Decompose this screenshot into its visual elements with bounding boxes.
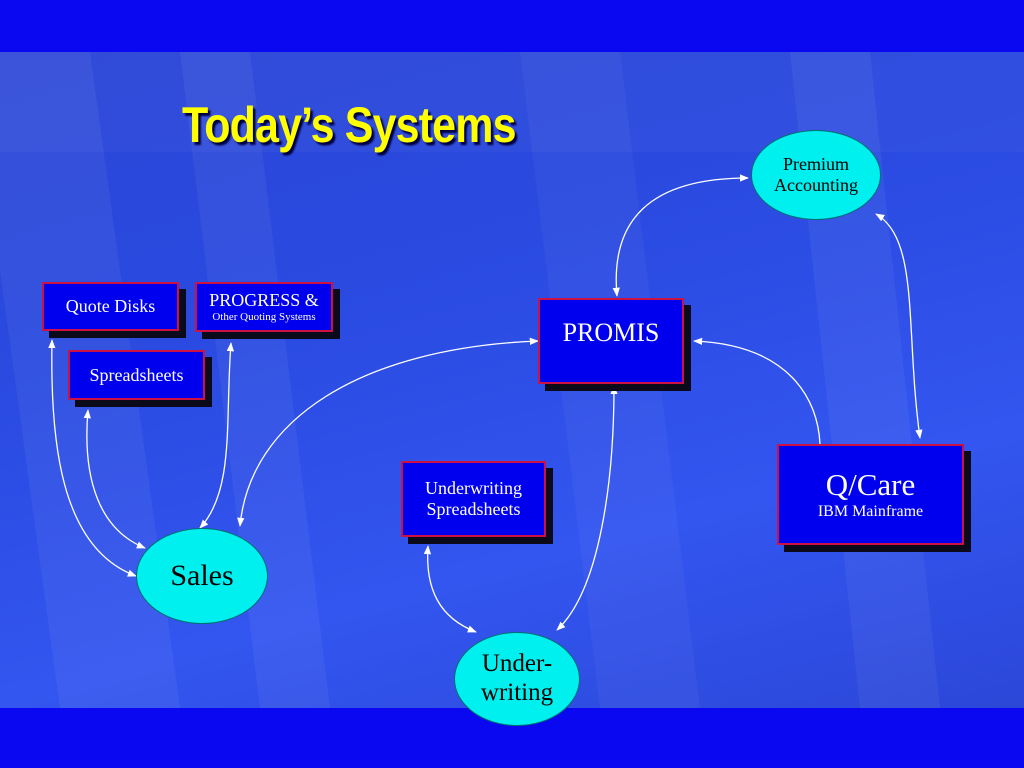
sales-oval: Sales (136, 528, 268, 624)
qcare-box: Q/Care IBM Mainframe (777, 444, 964, 545)
qcare-label: Q/Care (825, 467, 916, 503)
arrow-promis-premium (612, 174, 749, 297)
premium-label: Premium (783, 154, 849, 175)
underwriting-label-2: writing (480, 679, 554, 706)
promis-label: PROMIS (562, 318, 660, 348)
progress-label: PROGRESS & (209, 290, 319, 311)
quote-disks-label: Quote Disks (65, 296, 156, 317)
uw-spreadsheets-label-2: Spreadsheets (426, 499, 521, 519)
top-band (0, 0, 1024, 52)
arrow-promis-underwriting (556, 385, 618, 631)
premium-accounting-oval: Premium Accounting (751, 130, 881, 220)
underwriting-label-1: Under- (481, 650, 553, 678)
arrow-qcare-promis (693, 337, 821, 445)
arrow-promis-sales (237, 337, 539, 527)
progress-sublabel: Other Quoting Systems (212, 311, 316, 324)
spreadsheets-label: Spreadsheets (89, 364, 184, 385)
arrow-premium-qcare (875, 213, 923, 439)
spreadsheets-box: Spreadsheets (68, 350, 205, 400)
arrow-spreadsheets-sales (83, 409, 146, 549)
uw-spreadsheets-label-1: Underwriting (425, 478, 522, 499)
underwriting-oval: Under- writing (454, 632, 580, 726)
underwriting-spreadsheets-box: Underwriting Spreadsheets (401, 461, 546, 537)
quote-disks-box: Quote Disks (42, 282, 179, 331)
arrow-uwss-underwriting (423, 545, 477, 633)
arrow-progress-sales (199, 342, 234, 529)
sales-label: Sales (170, 558, 234, 592)
qcare-sublabel: IBM Mainframe (817, 503, 924, 521)
progress-box: PROGRESS & Other Quoting Systems (195, 282, 333, 332)
promis-box: PROMIS (538, 298, 684, 384)
slide-title: Today’s Systems (182, 97, 517, 153)
accounting-label: Accounting (774, 175, 858, 195)
arrow-quote-sales (48, 339, 137, 577)
